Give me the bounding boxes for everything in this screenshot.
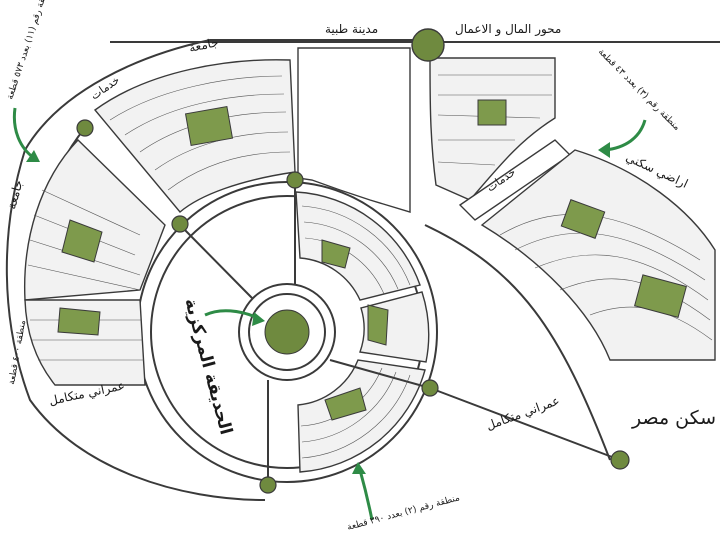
- roundabouts: [76, 28, 630, 494]
- green-right-top: [477, 99, 507, 126]
- roundabout-se: [421, 379, 439, 397]
- inner-sector-se: [297, 359, 426, 473]
- green-inner-e: [367, 304, 389, 346]
- label-medical-city: مدينة طبية: [325, 22, 378, 36]
- left-bottom-sector: [24, 299, 146, 386]
- diagonal-road-2: [424, 224, 611, 461]
- medical-city-block: [297, 47, 411, 213]
- green-right-2: [633, 274, 687, 319]
- zone-2-label: منطقة رقم (٢) بعدد ٣٩٠ قطعة: [346, 493, 461, 533]
- arrow-central-park-head: [252, 312, 265, 326]
- label-business-axis: محور المال و الاعمال: [455, 22, 561, 37]
- green-left-bottom: [57, 307, 101, 336]
- arrow-zone-11: [12, 107, 35, 160]
- green-left-mid: [61, 219, 103, 263]
- label-left-mosque: جامعة: [4, 178, 25, 210]
- outer-ring-road-left: [5, 149, 266, 501]
- roundabout-far-right: [610, 450, 630, 470]
- inner-lots: [300, 205, 411, 459]
- inner-sector-ne: [295, 191, 421, 301]
- roundabout-left-top: [76, 119, 94, 137]
- radial-road-nw: [179, 224, 253, 299]
- zone-3-label: منطقة رقم (٣) بعدد ٤٣ قطعة: [596, 47, 682, 133]
- radial-road-se: [329, 359, 431, 389]
- label-top-left-mosque: جامعة: [188, 35, 220, 55]
- arrow-zone-3-head: [598, 142, 610, 158]
- zone-bottom-left-label: منطقة ٤٠٠ قطعة: [7, 319, 28, 385]
- roundabout-nw: [171, 215, 189, 233]
- arrow-zone-3: [604, 119, 647, 152]
- diagonal-road: [429, 387, 621, 461]
- arrow-zone-2-head: [352, 462, 366, 474]
- roundabout-s: [259, 476, 277, 494]
- green-inner-ne: [321, 239, 351, 269]
- zone-11-label: منطقة رقم (١١) بعدد ٥٧٣ قطعة: [5, 0, 52, 101]
- arrow-zone-2: [358, 469, 374, 521]
- green-right-1: [560, 199, 606, 239]
- green-inner-se: [324, 387, 367, 421]
- roundabout-n: [286, 171, 304, 189]
- label-sakan-misr: سكن مصر: [631, 407, 716, 429]
- label-central-park: الحديقة المركزية: [180, 296, 236, 437]
- central-park: [264, 309, 310, 355]
- arrow-zone-11-head: [26, 150, 40, 162]
- roundabout-top: [411, 28, 445, 62]
- green-left-top: [184, 106, 234, 146]
